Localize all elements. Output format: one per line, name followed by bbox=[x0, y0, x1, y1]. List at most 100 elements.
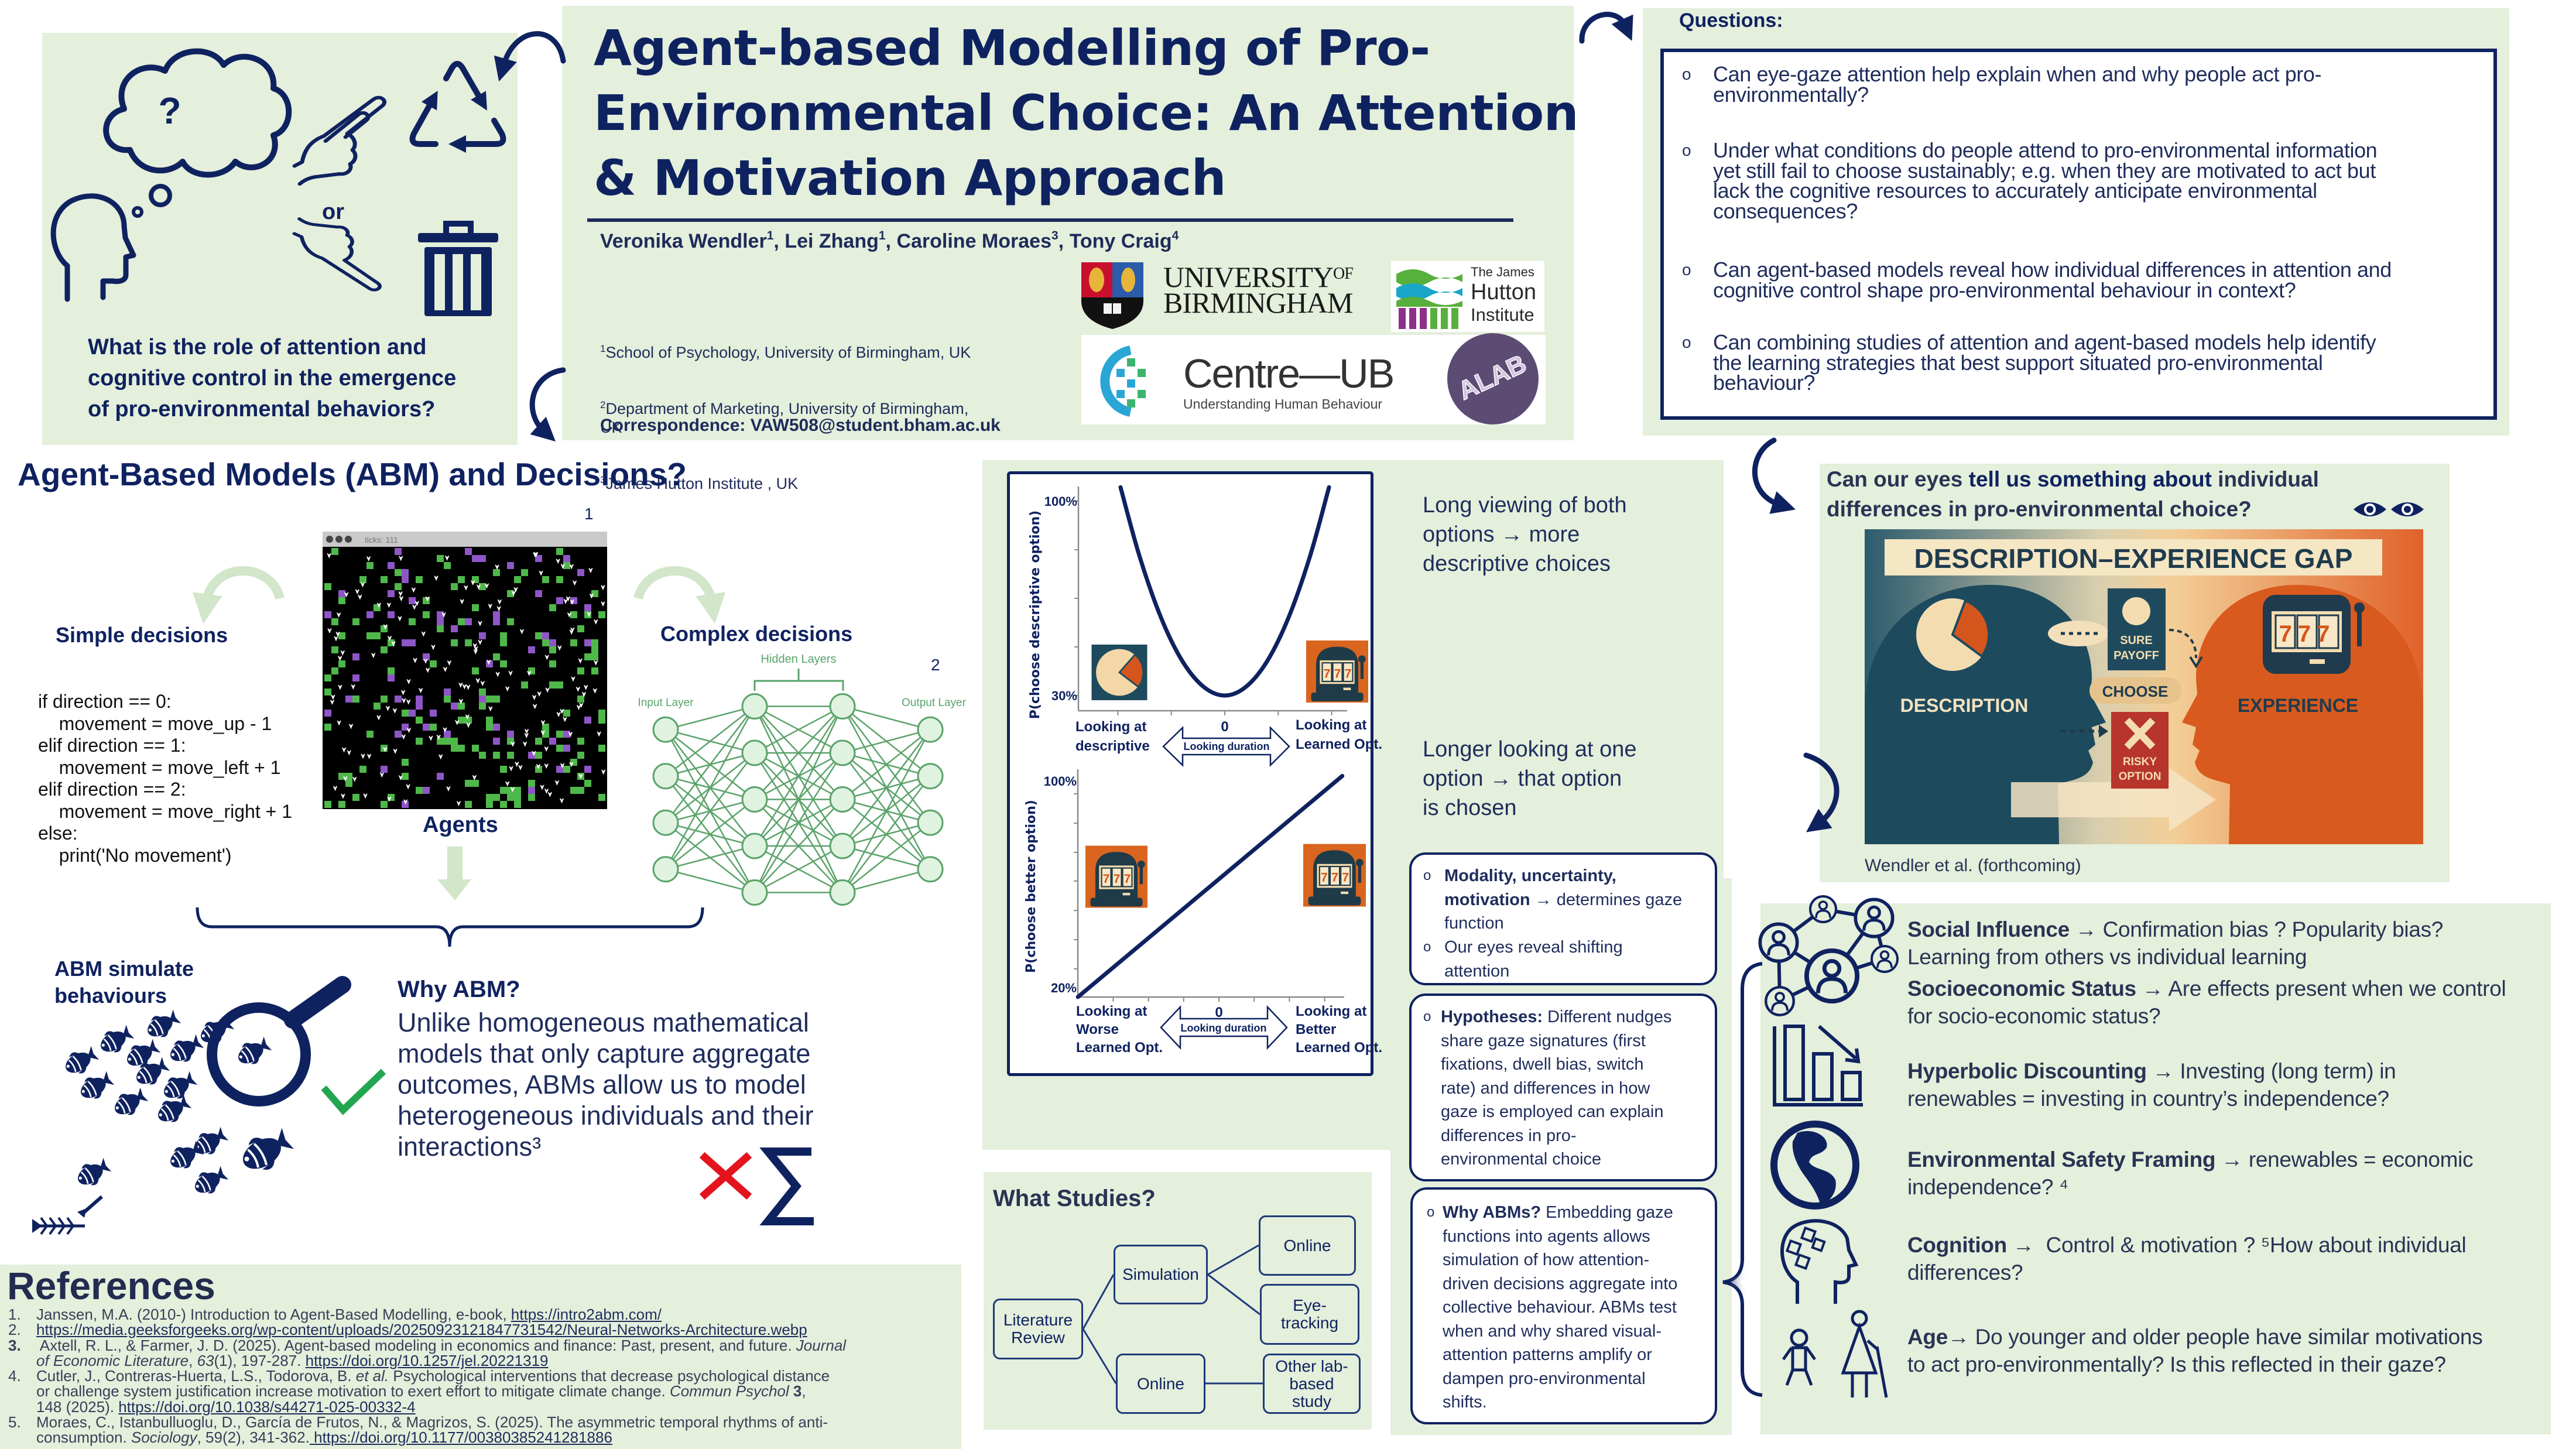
patch bbox=[409, 597, 416, 604]
reference-link[interactable]: https://doi.org/10.1038/s44271-025-00332… bbox=[118, 1397, 416, 1416]
patch bbox=[556, 731, 563, 738]
abm-heading: Agent-Based Models (ABM) and Decisions? bbox=[18, 456, 687, 492]
question-item: Under what conditions do people attend t… bbox=[1713, 138, 2378, 223]
nn-edge bbox=[754, 705, 843, 754]
agent bbox=[426, 667, 430, 673]
correspondence: Correspondence: VAW508@student.bham.ac.u… bbox=[600, 416, 1001, 436]
agent bbox=[513, 587, 518, 592]
patch bbox=[563, 555, 570, 562]
head-puzzle-icon bbox=[1780, 1219, 1859, 1304]
patch bbox=[324, 710, 331, 717]
patch bbox=[542, 639, 549, 646]
nn-node bbox=[741, 693, 768, 720]
window-control-icon bbox=[345, 536, 352, 543]
patch bbox=[486, 724, 493, 731]
gaze-box-text: Why ABMs? Embedding gaze functions into … bbox=[1443, 1203, 1678, 1412]
patch bbox=[338, 773, 345, 780]
agent bbox=[478, 621, 482, 626]
patch bbox=[374, 632, 381, 639]
poster-title: Agent-based Modelling of Pro- Environmen… bbox=[594, 19, 1579, 207]
patch bbox=[366, 611, 374, 618]
pie-chart-icon bbox=[1091, 645, 1147, 700]
svg-text:PAYOFF: PAYOFF bbox=[2113, 649, 2159, 662]
agent bbox=[592, 688, 597, 694]
patch bbox=[374, 703, 381, 710]
patch bbox=[591, 653, 598, 660]
agent bbox=[505, 686, 510, 692]
agent bbox=[367, 753, 372, 759]
patch bbox=[514, 576, 521, 583]
patch bbox=[577, 625, 584, 632]
fish-school-illustration bbox=[32, 976, 351, 1235]
reference-link[interactable]: https://intro2abm.com/ bbox=[511, 1306, 662, 1323]
patch bbox=[345, 696, 352, 703]
patch bbox=[423, 653, 430, 660]
patch bbox=[381, 696, 388, 703]
author-name: Caroline Moraes bbox=[896, 230, 1051, 252]
nn-edge bbox=[665, 868, 755, 893]
nn-node bbox=[917, 856, 944, 883]
patch bbox=[465, 639, 472, 646]
gaze-box-text: Modality, uncertainty, motivation → dete… bbox=[1444, 866, 1683, 933]
recycle-icon bbox=[409, 61, 506, 153]
patch bbox=[528, 794, 535, 801]
agent bbox=[401, 734, 406, 740]
patch bbox=[528, 787, 535, 794]
patch bbox=[500, 801, 507, 808]
agent bbox=[579, 703, 584, 708]
agent bbox=[342, 747, 347, 753]
risky-option-card bbox=[2111, 712, 2169, 789]
patch bbox=[577, 752, 584, 759]
chart1-x-right-label: Looking at bbox=[1296, 717, 1366, 733]
nn-node bbox=[741, 739, 768, 766]
chart2-x-center-label: 0 bbox=[1215, 1005, 1222, 1020]
agent bbox=[519, 629, 524, 635]
chart2-x-left-label: Learned Opt. bbox=[1076, 1040, 1163, 1056]
correspondence-email[interactable]: VAW508@student.bham.ac.uk bbox=[750, 416, 1001, 435]
patch bbox=[331, 667, 338, 674]
svg-text:SURE: SURE bbox=[2120, 634, 2153, 647]
reference-link[interactable]: https://doi.org/10.1257/jel.20221319 bbox=[305, 1351, 549, 1369]
agent bbox=[423, 658, 428, 664]
question-item: Can combining studies of attention and a… bbox=[1713, 330, 2376, 395]
patch bbox=[338, 590, 345, 597]
thought-bubble bbox=[149, 184, 172, 207]
patch bbox=[402, 576, 409, 583]
output-layer-label: Output Layer bbox=[902, 697, 967, 709]
patch bbox=[395, 548, 402, 555]
agent bbox=[429, 735, 433, 741]
agent bbox=[571, 676, 576, 682]
agent bbox=[421, 631, 426, 637]
gap-banner-text: DESCRIPTION–EXPERIENCE GAP bbox=[1914, 543, 2353, 574]
agent bbox=[478, 639, 482, 645]
image-ref-1: 1 bbox=[584, 505, 594, 523]
reference-link[interactable]: https://media.geeksforgeeks.org/wp-conte… bbox=[36, 1321, 807, 1339]
agent bbox=[460, 599, 464, 605]
patch bbox=[577, 667, 584, 674]
birmingham-crest-logo bbox=[1081, 262, 1143, 329]
agent bbox=[556, 712, 561, 717]
patch bbox=[345, 773, 352, 780]
bullet-icon: o bbox=[1427, 1204, 1435, 1220]
agent bbox=[419, 688, 423, 694]
patch bbox=[430, 724, 437, 731]
nn-node bbox=[917, 716, 944, 743]
patch bbox=[451, 745, 458, 752]
agent bbox=[406, 728, 412, 733]
agent bbox=[475, 678, 480, 684]
patch bbox=[486, 794, 493, 801]
centre-ub-logo-mark bbox=[1100, 345, 1146, 417]
patch bbox=[338, 632, 345, 639]
image-caption: Wendler et al. (forthcoming) bbox=[1865, 856, 2081, 875]
reference-link[interactable]: https://doi.org/10.1177/0038038524128188… bbox=[309, 1429, 612, 1447]
agent bbox=[387, 796, 392, 802]
questions-heading: Questions: bbox=[1679, 9, 1783, 32]
patch bbox=[598, 717, 605, 724]
agent bbox=[383, 746, 388, 752]
agent bbox=[578, 658, 583, 664]
agent bbox=[358, 594, 362, 600]
agent bbox=[518, 765, 523, 770]
agent bbox=[466, 684, 471, 690]
double-arrow-icon bbox=[1162, 725, 1290, 768]
patch bbox=[493, 794, 500, 801]
